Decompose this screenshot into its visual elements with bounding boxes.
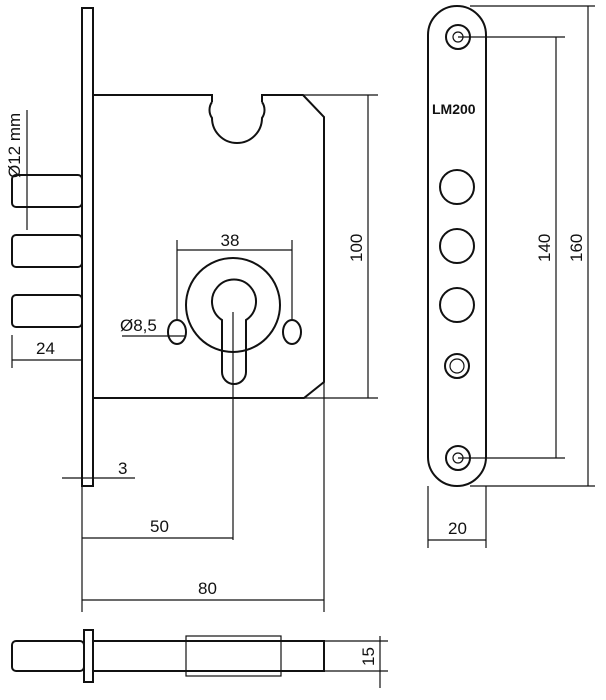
keyhole-profile [211, 278, 257, 385]
bottom-case [92, 640, 325, 672]
side-view: LM200 140 160 20 [427, 5, 595, 548]
screw-hole-right [282, 319, 302, 345]
bottom-cylinder [185, 635, 282, 677]
small-hole-outer [444, 353, 470, 379]
screw-hole-left [167, 319, 187, 345]
bottom-view: 15 [11, 629, 388, 688]
dim-20-label: 20 [448, 519, 467, 538]
dim-38-label: 38 [221, 231, 240, 250]
front-view: 38 Ø8,5 Ø12 mm 24 3 50 80 100 [5, 7, 378, 612]
bottom-bolt [11, 640, 85, 672]
dim-100-label: 100 [347, 234, 366, 262]
bolt-hole-3 [439, 287, 475, 323]
dim-160-label: 160 [567, 234, 586, 262]
model-label: LM200 [432, 101, 476, 117]
dim-140-label: 140 [535, 234, 554, 262]
bolt-2 [11, 234, 83, 268]
bottom-faceplate [83, 629, 94, 683]
dim-15-label: 15 [359, 647, 378, 666]
bolts [11, 174, 83, 328]
dim-24-label: 24 [36, 339, 55, 358]
front-faceplate [81, 7, 94, 487]
faceplate-side [427, 5, 487, 487]
bolt-3 [11, 294, 83, 328]
bolt-1 [11, 174, 83, 208]
dim-80-label: 80 [198, 579, 217, 598]
bolt-hole-2 [439, 228, 475, 264]
dim-3-label: 3 [118, 459, 127, 478]
dim-50-label: 50 [150, 517, 169, 536]
lock-case-outline [93, 94, 325, 399]
bolt-hole-1 [439, 169, 475, 205]
case-top-notch [208, 101, 266, 144]
dim-hole-label: Ø8,5 [120, 316, 157, 335]
small-hole-inner [449, 358, 465, 374]
dim-bolt-dia-label: Ø12 mm [5, 113, 24, 178]
